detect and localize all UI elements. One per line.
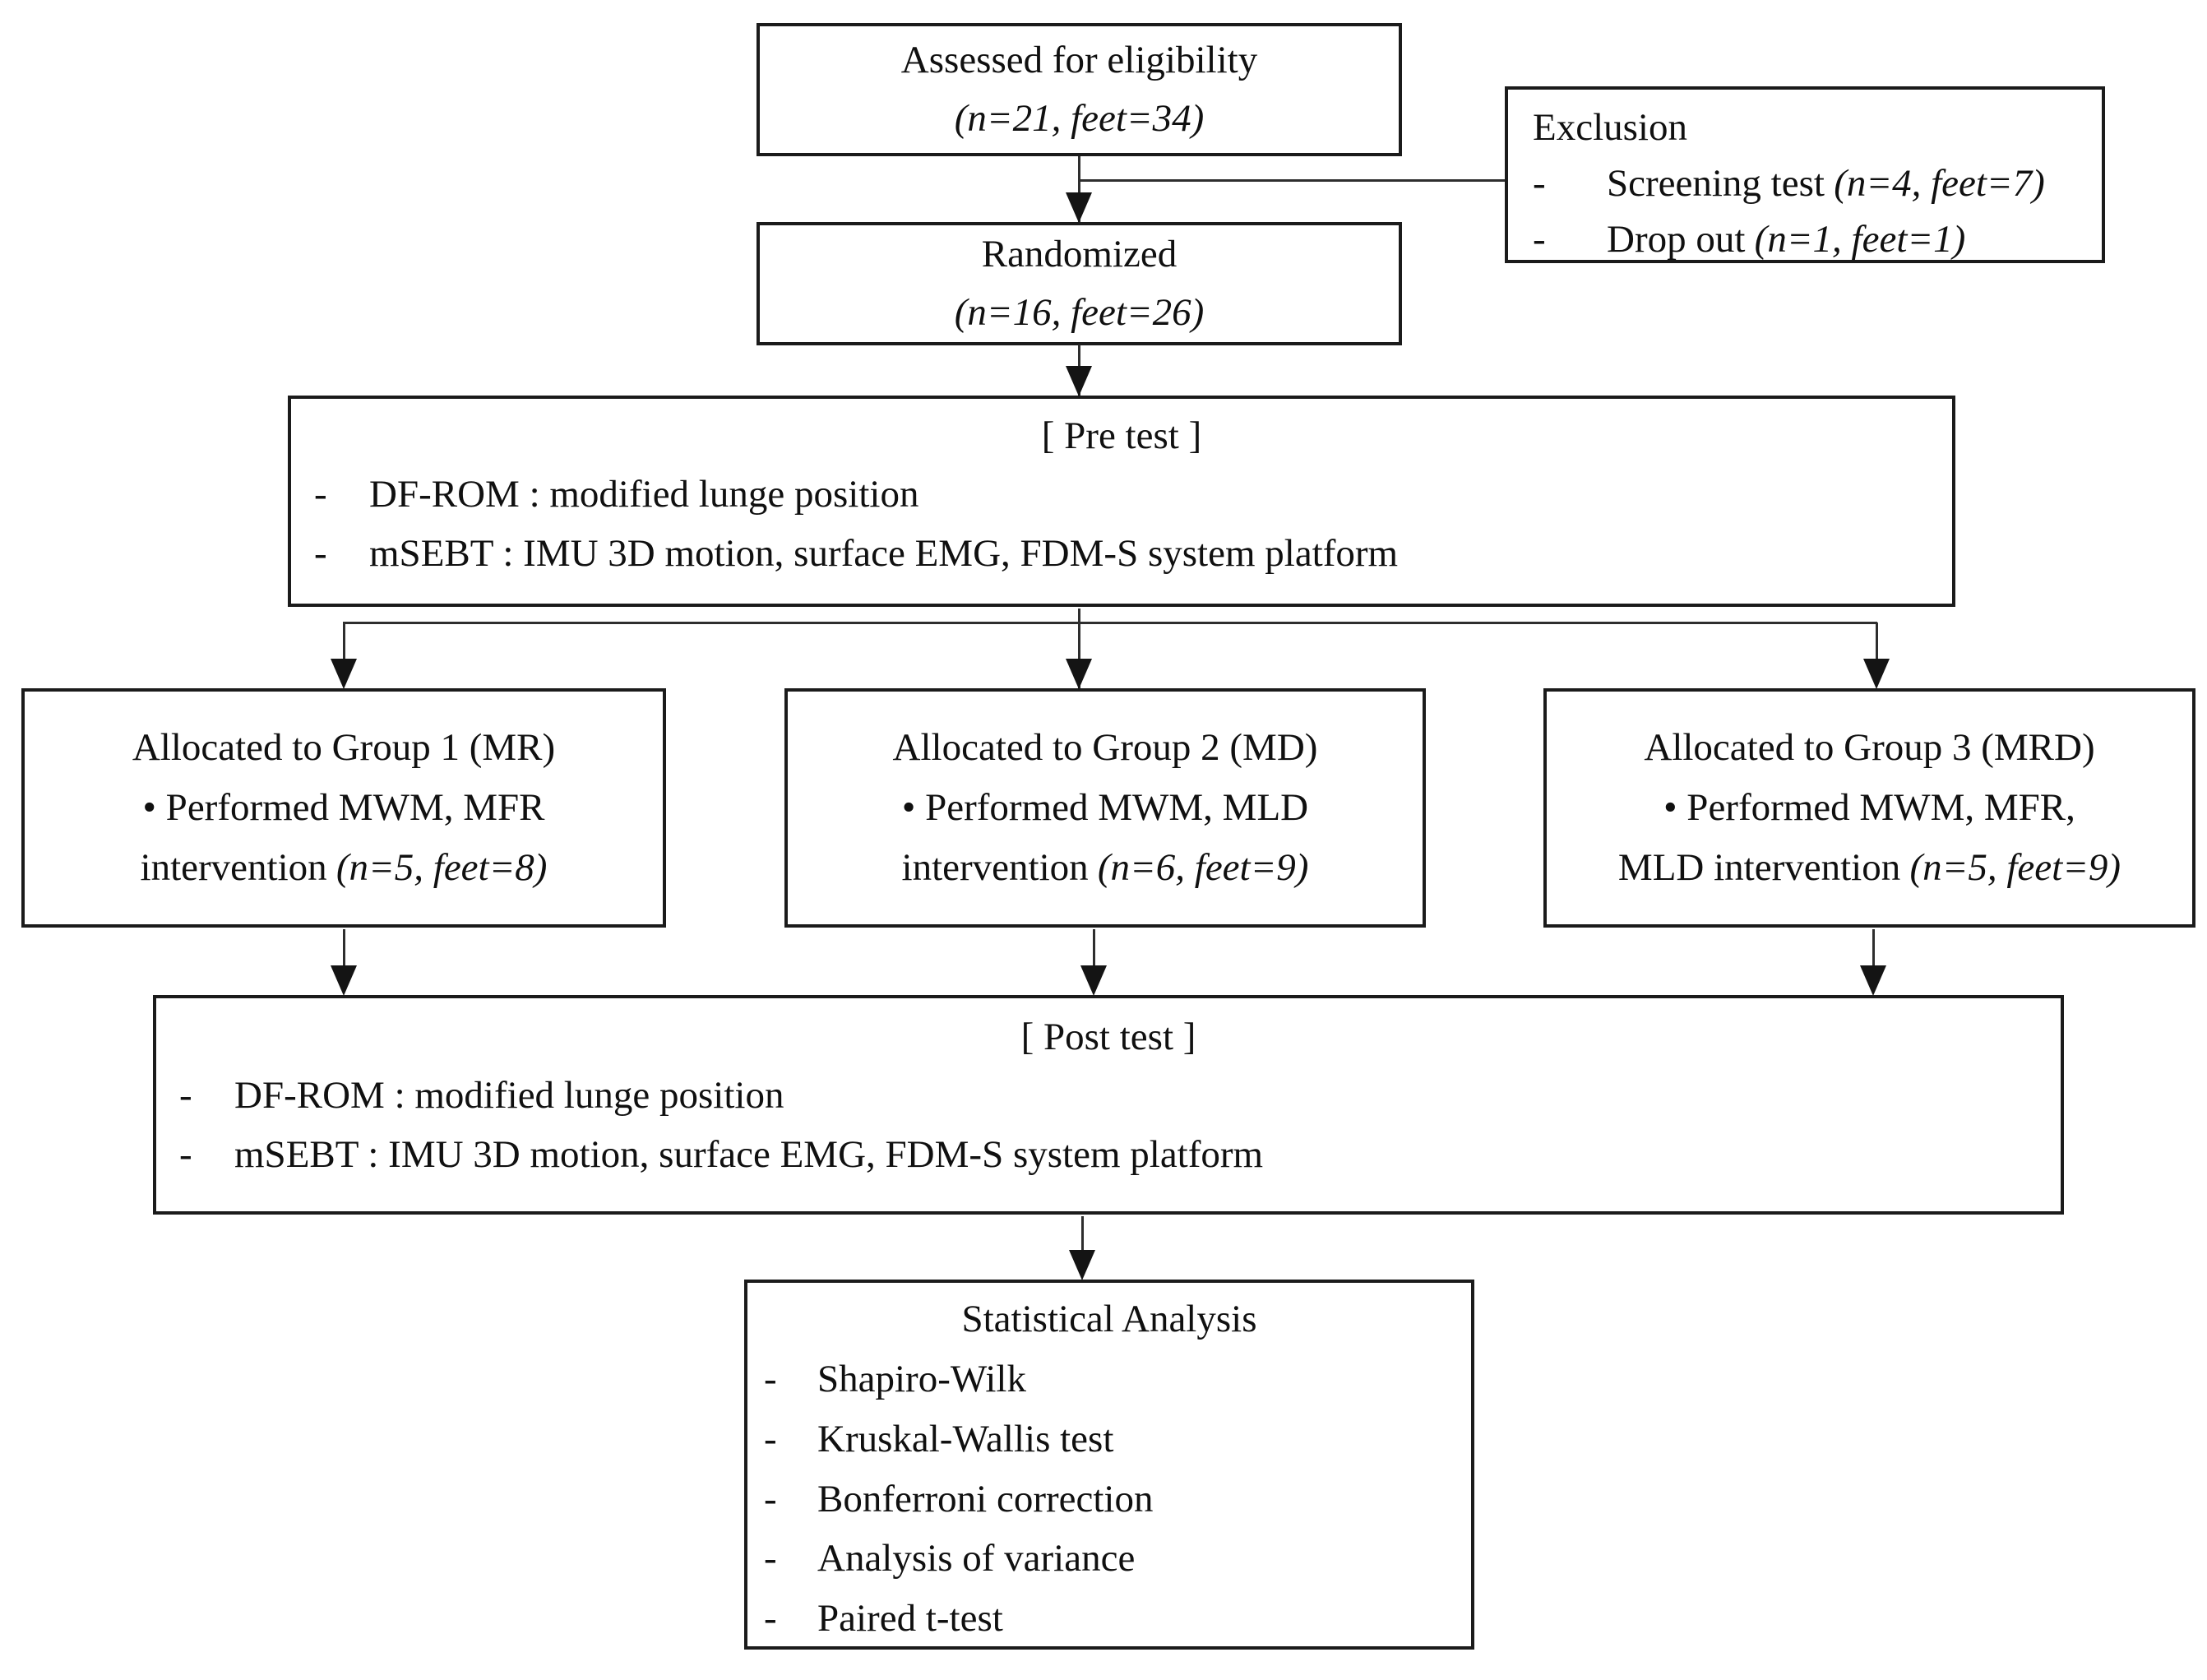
exclusion-box: Exclusion - Screening test(n=4, feet=7) … [1505,86,2105,263]
stats-item-text: Bonferroni correction [817,1477,1154,1520]
pretest-item-msebt: - mSEBT : IMU 3D motion, surface EMG, FD… [291,525,1952,583]
assessed-title: Assessed for eligibility [900,38,1258,81]
exclusion-item-screening: - Screening test(n=4, feet=7) [1533,155,2094,211]
connector-to-exclusion [1079,179,1505,182]
arrowhead-group1-to-posttest [331,965,357,996]
exclusion-title: Exclusion [1533,106,1687,149]
group3-title: Allocated to Group 3 (MRD) [1644,726,2095,770]
stats-item-shapiro: - Shapiro-Wilk [747,1349,1471,1409]
dash-bullet: - [179,1074,192,1118]
connector-pretest-down [1078,609,1080,688]
connector-branch-right-drop [1876,622,1878,672]
group2-allocation-box: Allocated to Group 2 (MD) • Performed MW… [784,688,1426,928]
connector-group3-down [1872,929,1875,980]
assessed-count: (n=21, feet=34) [954,97,1205,140]
statistical-analysis-box: Statistical Analysis - Shapiro-Wilk - Kr… [744,1280,1474,1650]
group3-line3: MLD intervention [1617,845,1901,889]
stats-item-text: Shapiro-Wilk [817,1357,1026,1400]
assessed-eligibility-box: Assessed for eligibility (n=21, feet=34) [756,23,1402,156]
exclusion-item-count: (n=4, feet=7) [1834,162,2045,206]
dash-bullet: - [764,1417,777,1460]
pretest-title: [ Pre test ] [1041,414,1202,457]
group1-intervention: • Performed MWM, MFR [142,786,545,830]
arrowhead-to-randomized [1066,192,1092,223]
dash-bullet: - [1533,162,1546,206]
group3-allocation-box: Allocated to Group 3 (MRD) • Performed M… [1543,688,2195,928]
exclusion-item-count: (n=1, feet=1) [1754,218,1966,261]
group3-count-line: MLD intervention(n=5, feet=9) [1618,838,2121,898]
arrowhead-group3-to-posttest [1860,965,1886,996]
group2-intervention: • Performed MWM, MLD [901,786,1309,830]
randomized-box: Randomized (n=16, feet=26) [756,222,1402,345]
group3-intervention: • Performed MWM, MFR, [1663,786,2075,830]
randomized-title: Randomized [981,232,1178,275]
stats-item-kruskal: - Kruskal-Wallis test [747,1409,1471,1469]
posttest-item-dfrom: - DF-ROM : modified lunge position [156,1067,2061,1125]
pretest-item-dfrom: - DF-ROM : modified lunge position [291,465,1952,524]
pretest-item-text: mSEBT : IMU 3D motion, surface EMG, FDM-… [369,531,1399,575]
group2-count: (n=6, feet=9) [1097,845,1309,889]
group1-count-line: intervention(n=5, feet=8) [141,838,548,898]
stats-item-anova: - Analysis of variance [747,1529,1471,1589]
exclusion-item-dropout: - Drop out(n=1, feet=1) [1533,211,2094,267]
connector-branch-left-drop [343,622,345,672]
dash-bullet: - [179,1132,192,1176]
stats-item-text: Paired t-test [817,1597,1003,1641]
exclusion-item-text: Screening test(n=4, feet=7) [1607,155,2045,211]
dash-bullet: - [764,1357,777,1400]
exclusion-item-label: Screening test [1607,162,1825,206]
arrowhead-to-stats [1069,1250,1095,1280]
posttest-item-msebt: - mSEBT : IMU 3D motion, surface EMG, FD… [156,1126,2061,1184]
posttest-item-text: mSEBT : IMU 3D motion, surface EMG, FDM-… [234,1132,1264,1176]
pretest-box: [ Pre test ] - DF-ROM : modified lunge p… [288,396,1955,607]
connector-branch-line [343,622,1877,624]
dash-bullet: - [764,1477,777,1520]
arrowhead-to-pretest [1066,366,1092,396]
dash-bullet: - [314,473,327,516]
posttest-title: [ Post test ] [1020,1016,1196,1058]
stats-item-text: Kruskal-Wallis test [817,1417,1114,1460]
group2-line3: intervention [901,845,1089,889]
arrowhead-group2-to-posttest [1080,965,1107,996]
dash-bullet: - [314,531,327,575]
dash-bullet: - [764,1597,777,1641]
connector-group1-down [343,929,345,980]
connector-posttest-down [1081,1216,1084,1266]
arrowhead-to-group1 [331,659,357,689]
posttest-box: [ Post test ] - DF-ROM : modified lunge … [153,995,2064,1215]
stats-item-ttest: - Paired t-test [747,1589,1471,1649]
randomized-count: (n=16, feet=26) [954,291,1205,334]
group1-title: Allocated to Group 1 (MR) [132,726,556,770]
group1-allocation-box: Allocated to Group 1 (MR) • Performed MW… [21,688,666,928]
group1-line3: intervention [140,845,327,889]
dash-bullet: - [1533,218,1546,261]
stats-item-text: Analysis of variance [817,1537,1136,1580]
dash-bullet: - [764,1537,777,1580]
connector-group2-down [1093,929,1095,980]
arrowhead-to-group2 [1066,659,1092,689]
stats-item-bonferroni: - Bonferroni correction [747,1469,1471,1530]
stats-title: Statistical Analysis [961,1298,1257,1340]
arrowhead-to-group3 [1863,659,1890,689]
group2-count-line: intervention(n=6, feet=9) [902,838,1309,898]
connector-assessed-down [1078,156,1080,222]
posttest-item-text: DF-ROM : modified lunge position [234,1074,784,1118]
group3-count: (n=5, feet=9) [1909,845,2121,889]
group2-title: Allocated to Group 2 (MD) [892,726,1318,770]
exclusion-item-label: Drop out [1607,218,1746,261]
group1-count: (n=5, feet=8) [335,845,548,889]
exclusion-item-text: Drop out(n=1, feet=1) [1607,211,1965,267]
pretest-item-text: DF-ROM : modified lunge position [369,473,919,516]
